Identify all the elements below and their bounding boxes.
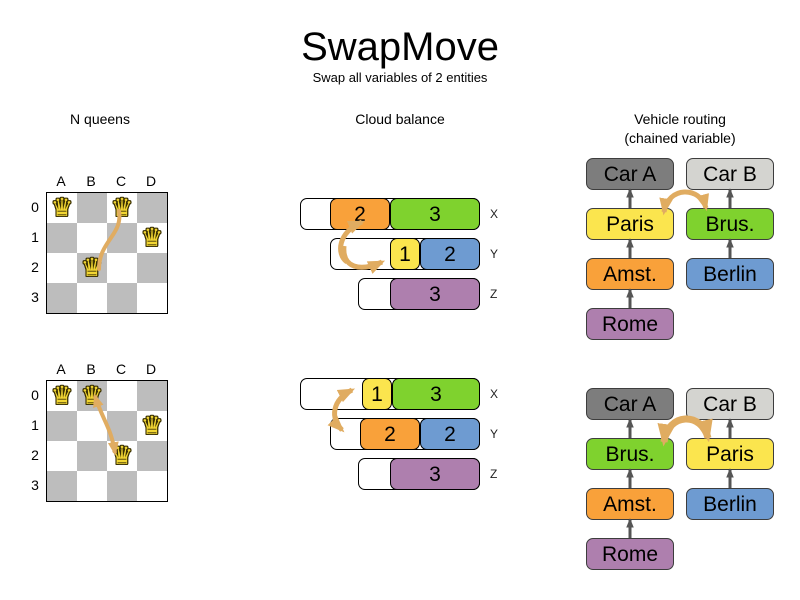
cloud-before-label-Y: Y	[490, 247, 499, 261]
vrp-after-visit-paris[interactable]: Paris	[686, 438, 774, 470]
board-after-cell-A1[interactable]	[47, 411, 77, 441]
board-before-cell-A1[interactable]	[47, 223, 77, 253]
board-before-cell-B3[interactable]	[77, 283, 107, 313]
column-title-vehicle-routing: Vehicle routing (chained variable)	[600, 110, 760, 148]
vrp-after-visit-brus[interactable]: Brus.	[586, 438, 674, 470]
board-after-row-label-2: 2	[31, 447, 39, 463]
board-before-cell-A0[interactable]	[47, 193, 77, 223]
board-after-row-label-0: 0	[31, 387, 39, 403]
vrp-title-line2: (chained variable)	[624, 130, 736, 146]
cloud-after-process-X-2[interactable]: 3	[392, 378, 480, 410]
board-after-column-label-B: B	[86, 361, 96, 377]
board-after-cell-A3[interactable]	[47, 471, 77, 501]
board-before-cell-D3[interactable]	[137, 283, 167, 313]
cloud-after-process-Y-1[interactable]: 2	[360, 418, 420, 450]
board-before-cell-A2[interactable]	[47, 253, 77, 283]
board-after-cell-A0[interactable]	[47, 381, 77, 411]
board-after-cell-D0[interactable]	[137, 381, 167, 411]
board-after-cell-D3[interactable]	[137, 471, 167, 501]
column-title-nqueens: N queens	[70, 111, 130, 127]
board-before-row-label-0: 0	[31, 199, 39, 215]
board-before-cell-D0[interactable]	[137, 193, 167, 223]
vrp-after-visit-rome[interactable]: Rome	[586, 538, 674, 570]
cloud-before-process-X-2[interactable]: 3	[390, 198, 480, 230]
vrp-after-visit-berlin[interactable]: Berlin	[686, 488, 774, 520]
board-after-column-label-D: D	[145, 361, 157, 377]
vrp-before-vehicle-car-a[interactable]: Car A	[586, 158, 674, 190]
page-title: SwapMove	[301, 25, 499, 69]
board-before-column-label-C: C	[115, 173, 127, 189]
board-after-cell-B3[interactable]	[77, 471, 107, 501]
board-after-cell-A2[interactable]	[47, 441, 77, 471]
cloud-after-process-Z-1[interactable]: 3	[390, 458, 480, 490]
cloud-before-label-X: X	[490, 207, 499, 221]
board-after-cell-D1[interactable]	[137, 411, 167, 441]
board-before-column-label-D: D	[145, 173, 157, 189]
vrp-title-line1: Vehicle routing	[634, 111, 726, 127]
vrp-after-visit-amst[interactable]: Amst.	[586, 488, 674, 520]
vrp-before-visit-berlin[interactable]: Berlin	[686, 258, 774, 290]
board-before-row-label-2: 2	[31, 259, 39, 275]
cloud-after-label-X: X	[490, 387, 499, 401]
board-after-row-label-3: 3	[31, 477, 39, 493]
board-after-cell-C3[interactable]	[107, 471, 137, 501]
board-before-cell-C3[interactable]	[107, 283, 137, 313]
vrp-before-visit-paris[interactable]: Paris	[586, 208, 674, 240]
cloud-before-process-Y-1[interactable]: 1	[390, 238, 420, 270]
cloud-after-process-Y-2[interactable]: 2	[420, 418, 480, 450]
board-before-column-label-B: B	[86, 173, 96, 189]
cloud-after-label-Z: Z	[490, 467, 498, 481]
cloud-before-label-Z: Z	[490, 287, 498, 301]
board-before-row-label-3: 3	[31, 289, 39, 305]
cloud-before-process-Y-2[interactable]: 2	[420, 238, 480, 270]
vrp-before-visit-brus[interactable]: Brus.	[686, 208, 774, 240]
board-after-column-label-A: A	[56, 361, 66, 377]
board-before-cell-D1[interactable]	[137, 223, 167, 253]
cloud-before-process-Z-1[interactable]: 3	[390, 278, 480, 310]
board-before-column-label-A: A	[56, 173, 66, 189]
board-after-column-label-C: C	[115, 361, 127, 377]
board-after-cell-D2[interactable]	[137, 441, 167, 471]
page-subtitle: Swap all variables of 2 entities	[312, 70, 488, 85]
vrp-before-visit-rome[interactable]: Rome	[586, 308, 674, 340]
board-after-row-label-1: 1	[31, 417, 39, 433]
vrp-before-visit-amst[interactable]: Amst.	[586, 258, 674, 290]
board-before-cell-D2[interactable]	[137, 253, 167, 283]
column-title-cloud-balance: Cloud balance	[355, 111, 445, 127]
board-before-row-label-1: 1	[31, 229, 39, 245]
board-before-cell-A3[interactable]	[47, 283, 77, 313]
cloud-after-process-X-1[interactable]: 1	[362, 378, 392, 410]
cloud-after-label-Y: Y	[490, 427, 499, 441]
vrp-after-vehicle-car-b[interactable]: Car B	[686, 388, 774, 420]
vrp-after-vehicle-car-a[interactable]: Car A	[586, 388, 674, 420]
